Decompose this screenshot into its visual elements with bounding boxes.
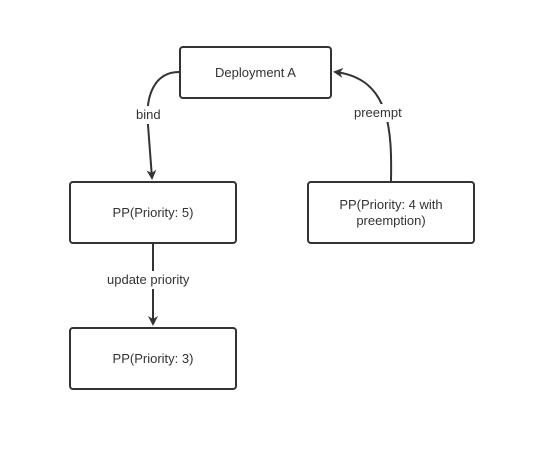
node-priority-5-label: PP(Priority: 5): [112, 204, 194, 220]
node-priority-5[interactable]: PP(Priority: 5): [69, 181, 237, 244]
node-priority-4-preemption[interactable]: PP(Priority: 4 with preemption): [307, 181, 475, 244]
edge-preempt-label: preempt: [352, 104, 404, 122]
node-priority-4-preemption-label: PP(Priority: 4 with preemption): [339, 196, 443, 228]
node-priority-3-label: PP(Priority: 3): [112, 350, 194, 366]
node-deployment-a[interactable]: Deployment A: [179, 46, 332, 99]
node-priority-3[interactable]: PP(Priority: 3): [69, 327, 237, 390]
edge-update-priority-label: update priority: [105, 271, 192, 289]
node-deployment-a-label: Deployment A: [215, 64, 296, 80]
edge-bind-connector: [146, 71, 180, 180]
edge-bind-label: bind: [134, 106, 163, 124]
edge-preempt-connector: [333, 67, 393, 182]
